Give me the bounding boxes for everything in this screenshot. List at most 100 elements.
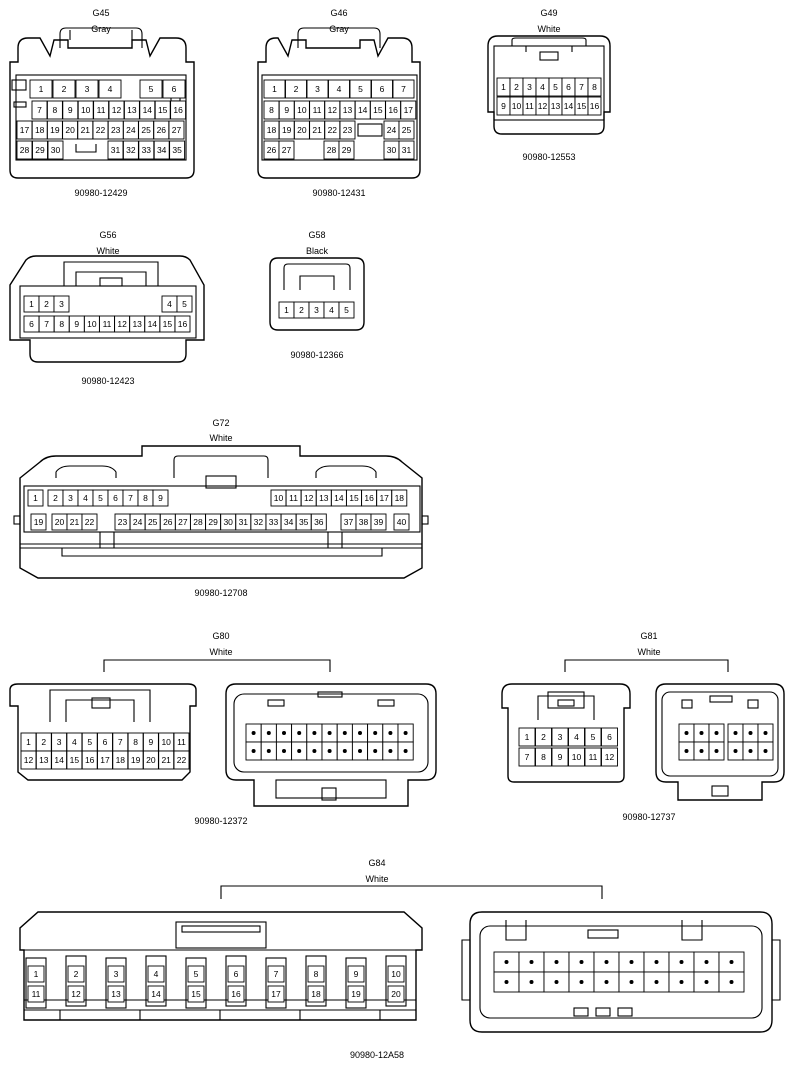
g80-pin-label: 8 <box>133 737 138 747</box>
g72-pin-label: 24 <box>133 517 143 527</box>
g45-pin-label: 30 <box>51 145 61 155</box>
g72-pin-label: 8 <box>143 493 148 503</box>
g81-rear-terminal-dot <box>733 731 738 735</box>
g49-pin-label: 11 <box>525 101 534 111</box>
g80-rear-terminal-dot <box>342 749 347 753</box>
g56-pin-label: 11 <box>103 319 112 329</box>
g84-cavity <box>65 955 87 1007</box>
g84-rear-terminal-dot <box>579 960 584 964</box>
g49-pin-label: 1 <box>501 82 506 92</box>
g46-pin-label: 1 <box>272 84 277 94</box>
g46-pin-label: 4 <box>337 84 342 94</box>
g80-id: G80 <box>212 631 229 641</box>
g46-color: Gray <box>329 24 349 34</box>
g72-pin-label: 1 <box>33 493 38 503</box>
g58-part-number: 90980-12366 <box>290 350 343 360</box>
g56-pin-label: 16 <box>178 319 188 329</box>
g80-rear-terminal-dot <box>312 749 317 753</box>
g45-pin-cell <box>52 79 76 99</box>
g45-pin-label: 14 <box>143 105 153 115</box>
g84-id: G84 <box>368 858 385 868</box>
g80-rear-terminal-dot <box>251 749 256 753</box>
g56-pin-label: 1 <box>29 299 34 309</box>
g46-pin-label: 30 <box>387 145 397 155</box>
g84-pin-cell <box>387 985 405 1003</box>
g56-pin-label: 13 <box>132 319 142 329</box>
g72-housing <box>19 445 423 579</box>
g45-color: Gray <box>91 24 111 34</box>
g84-pin-cell <box>307 965 325 983</box>
g45-pin-label: 11 <box>97 105 106 115</box>
g80-rear-terminal-dot <box>266 749 271 753</box>
g45-pin-label: 9 <box>68 105 73 115</box>
g80-pin-label: 21 <box>161 755 171 765</box>
g84-pin-label: 19 <box>351 989 361 999</box>
g72-pin-label: 5 <box>98 493 103 503</box>
g72-pin-cell <box>393 513 410 531</box>
g81-pin-cell <box>568 747 585 767</box>
g72-pin-cell <box>370 513 387 531</box>
g84-rear-terminal-dot <box>704 960 709 964</box>
g81-pin-cell <box>518 747 536 767</box>
g72-pin-label: 13 <box>319 493 329 503</box>
g81-pin-cell <box>535 747 552 767</box>
g81-rear-terminal-dot <box>763 731 768 735</box>
g46-pin-label: 3 <box>315 84 320 94</box>
g46-pin-label: 18 <box>267 125 277 135</box>
g84-pin-label: 15 <box>191 989 201 999</box>
g72-pin-label: 6 <box>113 493 118 503</box>
g46-pin-label: 27 <box>282 145 292 155</box>
g84-pin-label: 20 <box>391 989 401 999</box>
g72-pin-label: 32 <box>254 517 264 527</box>
g45-pin-cell <box>29 79 53 99</box>
g72-pin-label: 37 <box>344 517 354 527</box>
g84-pin-cell <box>147 965 165 983</box>
g81-pin-label: 1 <box>525 732 530 742</box>
g46-pin-label: 31 <box>402 145 412 155</box>
g46-pin-label: 16 <box>388 105 398 115</box>
g46-pin-label: 21 <box>312 125 322 135</box>
g81-pin-label: 5 <box>591 732 596 742</box>
g49-pin-label: 2 <box>514 82 519 92</box>
g72-pin-label: 23 <box>118 517 128 527</box>
g84-rear-terminal-dot <box>529 980 534 984</box>
g45-pin-label: 35 <box>172 145 182 155</box>
g72-pin-label: 12 <box>304 493 314 503</box>
g45-pin-label: 17 <box>20 125 30 135</box>
g45-pin-label: 33 <box>142 145 152 155</box>
g84-pin-cell <box>267 965 285 983</box>
g46-pin-label: 5 <box>358 84 363 94</box>
g72-pin-label: 30 <box>223 517 233 527</box>
g81-rear-terminal-dot <box>714 749 719 753</box>
g80-pin-label: 6 <box>103 737 108 747</box>
g72-pin-label: 39 <box>374 517 384 527</box>
g45-pin-label: 15 <box>158 105 168 115</box>
g45-pin-cell <box>98 79 122 99</box>
g84-cavity <box>25 957 47 1009</box>
g45-pin-label: 18 <box>35 125 45 135</box>
g45-pin-cell <box>170 100 187 120</box>
g46-pin-cell <box>278 140 295 160</box>
g45-part-number: 90980-12429 <box>74 188 127 198</box>
g56-pin-cell <box>174 315 191 333</box>
g45-pin-label: 5 <box>149 84 154 94</box>
g72-pin-label: 27 <box>178 517 188 527</box>
g46-pin-cell <box>328 79 350 99</box>
g84-pin-label: 12 <box>71 989 81 999</box>
g56-pin-label: 9 <box>74 319 79 329</box>
g46-pin-label: 10 <box>297 105 307 115</box>
g84-cavity <box>265 957 287 1009</box>
g80-pin-label: 1 <box>26 737 31 747</box>
g72-pin-cell <box>27 489 44 507</box>
g81-rear-terminal-dot <box>699 731 704 735</box>
g46-pin-cell <box>398 120 415 140</box>
g49-color: White <box>537 24 560 34</box>
g72-pin-cell <box>152 489 169 507</box>
g45-pin-label: 31 <box>111 145 121 155</box>
g58-pin-label: 3 <box>314 305 319 315</box>
g84-rear-terminal-dot <box>704 980 709 984</box>
g80-pin-label: 12 <box>24 755 34 765</box>
g72-pin-label: 36 <box>314 517 324 527</box>
